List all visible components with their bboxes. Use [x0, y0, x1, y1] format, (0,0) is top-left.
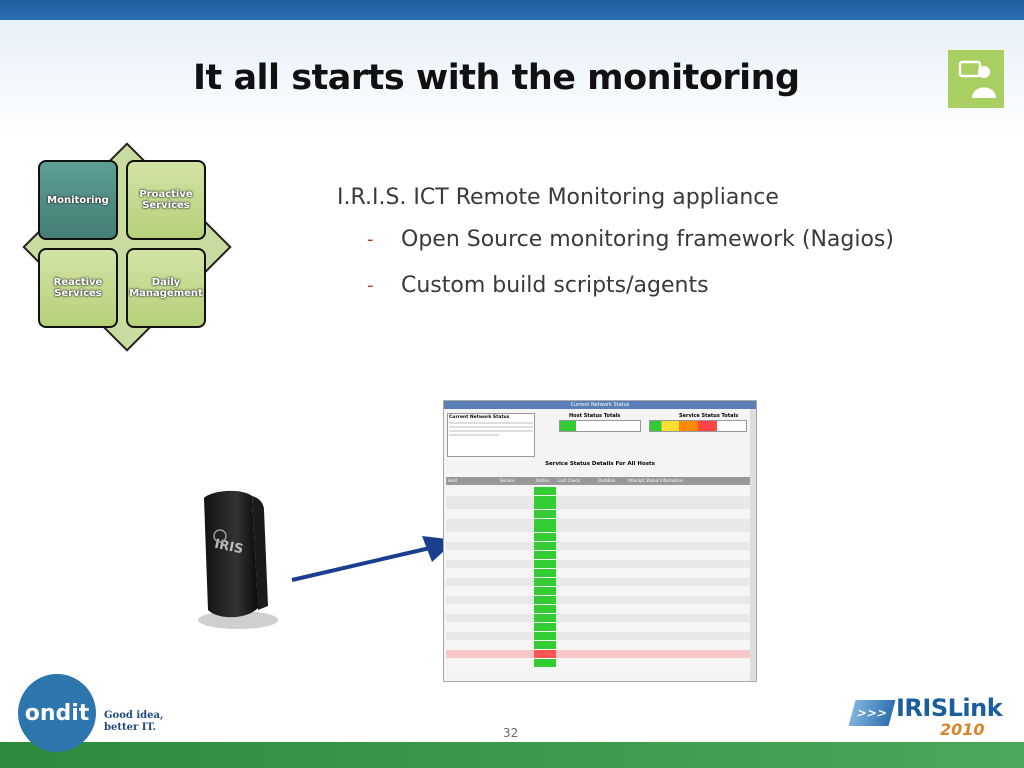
tile-label: Reactive Services	[53, 277, 103, 299]
status-cell	[534, 578, 556, 586]
column-header: Status	[536, 478, 549, 483]
table-row	[446, 578, 750, 586]
arrow-icon	[291, 536, 456, 582]
table-row	[446, 487, 750, 495]
column-header: Duration	[598, 478, 616, 483]
screenshot-window-title: Current Network Status	[444, 401, 756, 409]
status-cell	[534, 569, 556, 577]
status-cell	[534, 650, 556, 658]
tile-monitoring[interactable]: Monitoring	[38, 160, 118, 240]
status-cell	[534, 519, 556, 532]
host-totals-bar	[559, 420, 641, 432]
status-cell	[534, 587, 556, 595]
page-number: 32	[503, 726, 519, 740]
table-header: Host Service Status Last Check Duration …	[446, 477, 750, 485]
column-header: Host	[448, 478, 458, 483]
sub-bullet: - Open Source monitoring framework (Nagi…	[337, 224, 897, 256]
table-row	[446, 533, 750, 541]
host-totals-title: Host Status Totals	[569, 413, 621, 419]
sub-bullet-text: Open Source monitoring framework (Nagios…	[401, 227, 894, 252]
chevron-icon: >>>	[848, 700, 896, 726]
sub-bullet: - Custom build scripts/agents	[337, 270, 897, 302]
table-row	[446, 519, 750, 532]
table-row	[446, 569, 750, 577]
details-title: Service Status Details For All Hosts	[545, 461, 655, 467]
services-diagram: Monitoring Proactive Services Reactive S…	[15, 135, 235, 355]
status-cell	[534, 533, 556, 541]
status-cell	[534, 659, 556, 667]
status-cell	[534, 596, 556, 604]
status-cell	[534, 487, 556, 495]
brand-name: IRISLink	[896, 694, 1003, 722]
status-cell	[534, 641, 556, 649]
table-row	[446, 623, 750, 631]
service-totals-bar	[649, 420, 747, 432]
dash-marker: -	[367, 229, 374, 250]
irislink-logo: >>> IRISLink 2010	[848, 694, 1003, 740]
status-cell	[534, 551, 556, 559]
presenter-icon	[948, 50, 1004, 108]
table-row	[446, 542, 750, 550]
logo-text: ondit	[24, 700, 90, 726]
status-cell	[534, 496, 556, 509]
brand-year: 2010	[940, 720, 985, 739]
status-cell	[534, 510, 556, 518]
tile-label: Monitoring	[47, 194, 109, 206]
table-row	[446, 551, 750, 559]
table-row	[446, 496, 750, 509]
bullet-list: I.R.I.S. ICT Remote Monitoring appliance…	[337, 185, 897, 316]
tile-label: Daily Management	[129, 277, 203, 299]
sub-bullet-text: Custom build scripts/agents	[401, 273, 709, 298]
scrollbar[interactable]	[750, 409, 756, 681]
status-cell	[534, 614, 556, 622]
slide-title: It all starts with the monitoring	[193, 58, 800, 98]
dash-marker: -	[367, 275, 374, 296]
table-row	[446, 650, 750, 658]
tile-daily-management[interactable]: Daily Management	[126, 248, 206, 328]
nagios-screenshot: Current Network Status Current Network S…	[443, 400, 757, 682]
table-row	[446, 596, 750, 604]
tile-reactive-services[interactable]: Reactive Services	[38, 248, 118, 328]
status-cell	[534, 623, 556, 631]
ondit-logo: ondit	[18, 674, 96, 752]
table-row	[446, 614, 750, 622]
table-row	[446, 560, 750, 568]
tagline-line: better IT.	[104, 722, 157, 733]
network-status-box: Current Network Status	[447, 413, 535, 457]
table-row	[446, 659, 750, 667]
table-row	[446, 605, 750, 613]
service-totals-title: Service Status Totals	[679, 413, 739, 419]
top-bar	[0, 0, 1024, 20]
tile-proactive-services[interactable]: Proactive Services	[126, 160, 206, 240]
network-status-title: Current Network Status	[449, 415, 510, 420]
column-header: Attempt	[628, 478, 645, 483]
column-header: Service	[500, 478, 515, 483]
table-row	[446, 632, 750, 640]
status-cell	[534, 542, 556, 550]
tagline: Good idea, better IT.	[104, 710, 163, 734]
status-cell	[534, 605, 556, 613]
table-row	[446, 510, 750, 518]
main-bullet: I.R.I.S. ICT Remote Monitoring appliance	[337, 185, 779, 210]
tagline-line: Good idea,	[104, 710, 164, 721]
status-cell	[534, 632, 556, 640]
table-row	[446, 587, 750, 595]
footer-bar	[0, 742, 1024, 768]
status-cell	[534, 560, 556, 568]
column-header: Last Check	[558, 478, 580, 483]
header-background	[0, 20, 1024, 140]
table-row	[446, 641, 750, 649]
column-header: Status Information	[646, 478, 684, 483]
iris-appliance-image: IRIS	[186, 488, 282, 636]
tile-label: Proactive Services	[139, 189, 193, 211]
